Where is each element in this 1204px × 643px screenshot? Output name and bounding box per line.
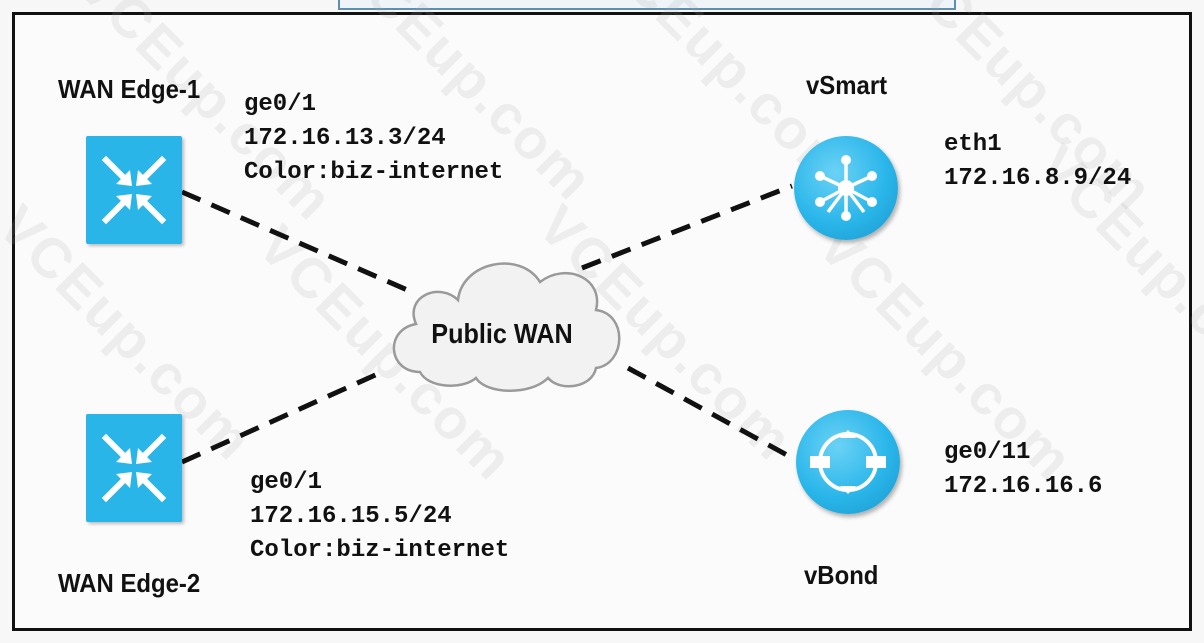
link-edge1-wan [181, 189, 413, 295]
vsmart-hub-icon [794, 136, 898, 240]
vbond-interface-info: ge0/11 172.16.16.6 [944, 436, 1102, 504]
vbond-orchestrator-icon [796, 410, 900, 514]
wan-edge-1-label: WAN Edge-1 [58, 74, 201, 104]
wan-edge-2-ip: 172.16.15.5/24 [250, 503, 452, 530]
vsmart-label: vSmart [806, 70, 888, 100]
vbond-label: vBond [804, 560, 879, 590]
wan-edge-1-interface: ge0/1 [244, 91, 317, 118]
wan-edge-2-interface: ge0/1 [250, 469, 323, 496]
vsmart-ip: 172.16.8.9/24 [944, 165, 1132, 192]
wan-edge-2-interface-info: ge0/1 172.16.15.5/24 Color:biz-internet [250, 466, 509, 568]
wan-edge-1-color: Color:biz-internet [244, 159, 504, 186]
wan-edge-1-ip: 172.16.13.3/24 [244, 125, 446, 152]
top-tab [338, 0, 956, 10]
vbond-ip: 172.16.16.6 [944, 473, 1103, 500]
vbond-interface: ge0/11 [944, 439, 1031, 466]
wan-edge-2-label: WAN Edge-2 [58, 568, 201, 598]
link-edge2-wan [180, 369, 384, 465]
vsmart-interface-info: eth1 172.16.8.9/24 [944, 128, 1131, 196]
cloud-icon [392, 262, 621, 392]
vsmart-interface: eth1 [944, 131, 1002, 158]
wan-edge-1-router-icon [86, 136, 182, 244]
link-wan-vbond [626, 365, 798, 463]
wan-edge-2-router-icon [86, 414, 182, 522]
link-wan-vsmart [581, 183, 793, 271]
wan-edge-1-interface-info: ge0/1 172.16.13.3/24 Color:biz-internet [244, 88, 503, 190]
wan-edge-2-color: Color:biz-internet [250, 537, 510, 564]
public-wan-label: Public WAN [431, 318, 573, 349]
